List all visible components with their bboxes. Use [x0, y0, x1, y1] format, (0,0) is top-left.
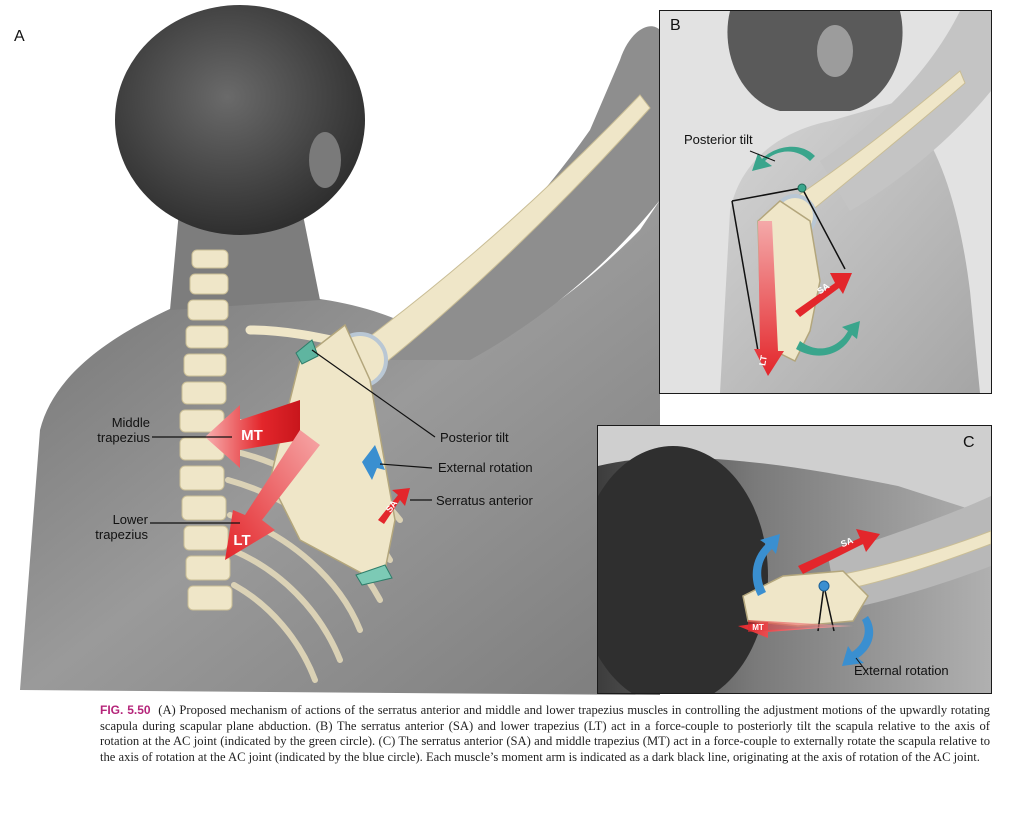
posterior-tilt-marker-bottom	[355, 564, 393, 586]
external-rotation-arrow-c-bottom	[842, 616, 874, 666]
serratus-anterior-arrow	[378, 488, 410, 524]
ac-joint-axis-c	[818, 580, 830, 592]
label-serratus-anterior-a: Serratus anterior	[436, 493, 533, 508]
external-rotation-arrow	[362, 445, 385, 480]
lt-arrow-b	[754, 221, 784, 376]
sa-arrow-b	[795, 273, 852, 317]
raised-arm	[370, 26, 660, 360]
figure-number: FIG. 5.50	[100, 703, 151, 717]
rotation-arrow-b	[796, 321, 860, 356]
mt-arrow-body-c	[748, 620, 853, 632]
humerus	[344, 94, 651, 376]
head	[115, 5, 365, 235]
external-rotation-arrow-c-top	[752, 534, 780, 596]
caption-text: (A) Proposed mechanism of actions of the…	[100, 703, 990, 764]
head-b	[727, 11, 903, 111]
middle-trapezius-arrow	[205, 400, 300, 468]
label-posterior-tilt-a: Posterior tilt	[440, 430, 509, 445]
tag-lt-b: LT	[757, 354, 769, 366]
panel-a: MT LT SA A Middle trapezius Lower trapez…	[14, 5, 660, 695]
posterior-tilt-arrow-b	[752, 146, 815, 171]
figure-caption: FIG. 5.50 (A) Proposed mechanism of acti…	[100, 703, 990, 765]
leader-lines	[150, 349, 436, 524]
head-c	[598, 446, 768, 693]
panel-a-illustration: MT LT SA	[20, 5, 660, 695]
label-external-rotation-a: External rotation	[438, 460, 533, 475]
label-lower-trapezius: Lower trapezius	[95, 512, 148, 542]
lower-trapezius-arrow	[225, 430, 320, 560]
panel-c: SA MT C External rotation	[597, 425, 992, 694]
panel-b-illustration: SA LT	[660, 11, 991, 393]
leader-external-rotation-c	[855, 657, 867, 672]
label-middle-trapezius: Middle trapezius	[97, 415, 150, 445]
humerus-b	[789, 70, 966, 217]
panel-c-illustration: SA MT	[598, 426, 991, 693]
tag-mt: MT	[241, 427, 263, 444]
sa-arrow-c	[798, 529, 880, 574]
ear	[309, 132, 341, 188]
panel-a-label: A	[14, 28, 25, 45]
tag-mt-c: MT	[752, 623, 764, 632]
label-external-rotation-c: External rotation	[854, 663, 949, 678]
moment-arms-c	[817, 585, 835, 632]
posterior-tilt-marker-top	[295, 339, 319, 365]
leader-posterior-tilt-b	[749, 150, 776, 162]
tag-lt: LT	[233, 532, 250, 549]
humerus-c	[832, 530, 991, 592]
panel-c-label: C	[963, 434, 975, 451]
tag-sa-c: SA	[839, 535, 855, 549]
panel-b-label: B	[670, 17, 681, 34]
ear-b	[817, 25, 853, 77]
ac-joint-axis-b	[797, 183, 807, 193]
panel-b: SA LT B Posterior tilt	[659, 10, 992, 394]
label-posterior-tilt-b: Posterior tilt	[684, 132, 753, 147]
